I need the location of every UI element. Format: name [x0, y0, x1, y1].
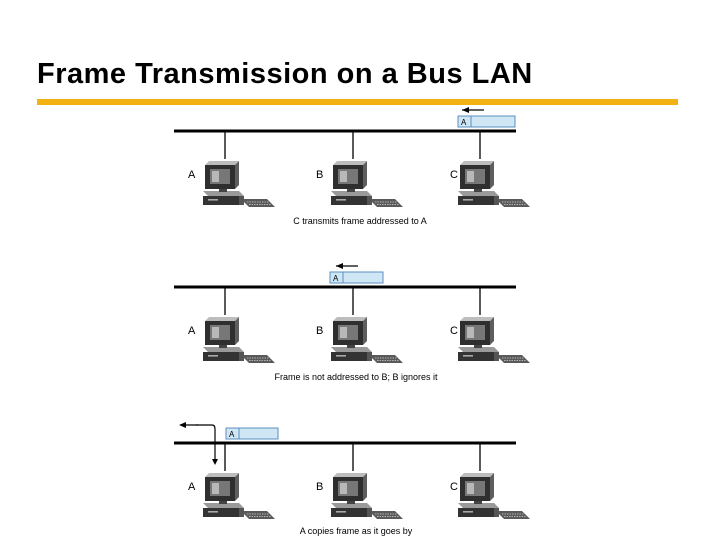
frame-box: [225, 427, 279, 440]
desktop-computer-icon: [202, 160, 276, 208]
desktop-computer-icon: [457, 472, 531, 520]
title-underline: [37, 99, 678, 105]
desktop-computer-icon: [202, 316, 276, 364]
left-arrow-icon: [461, 106, 485, 114]
station-label: A: [188, 169, 196, 181]
desktop-computer-icon: [457, 316, 531, 364]
panel-caption: C transmits frame addressed to A: [293, 216, 427, 226]
station-label: A: [188, 325, 196, 337]
down-arrow-icon: [212, 459, 218, 465]
left-arrow-icon: [335, 262, 359, 270]
panel-3: A B C A A copies frame as it goes by: [174, 422, 531, 536]
frame-address-label: A: [333, 274, 339, 283]
frame-address-label: A: [229, 430, 235, 439]
station-label: A: [188, 481, 196, 493]
desktop-computer-icon: [330, 472, 404, 520]
desktop-computer-icon: [330, 316, 404, 364]
desktop-computer-icon: [457, 160, 531, 208]
panel-caption: A copies frame as it goes by: [300, 526, 413, 536]
page-title: Frame Transmission on a Bus LAN: [37, 58, 533, 90]
panel-caption: Frame is not addressed to B; B ignores i…: [274, 372, 438, 382]
station-label: C: [450, 481, 458, 493]
desktop-computer-icon: [202, 472, 276, 520]
desktop-computer-icon: [330, 160, 404, 208]
station-label: C: [450, 325, 458, 337]
frame-box: [457, 115, 516, 128]
station-label: B: [316, 481, 323, 493]
station-label: C: [450, 169, 458, 181]
station-label: B: [316, 325, 323, 337]
station-label: B: [316, 169, 323, 181]
frame-box: [329, 271, 384, 284]
panel-2: A B C A Frame is not addressed to B; B ignor…: [174, 262, 531, 382]
frame-address-label: A: [461, 118, 467, 127]
panel-1: A B C A C transmits frame addressed to A: [174, 106, 531, 226]
copy-arrow-path: [196, 424, 216, 460]
